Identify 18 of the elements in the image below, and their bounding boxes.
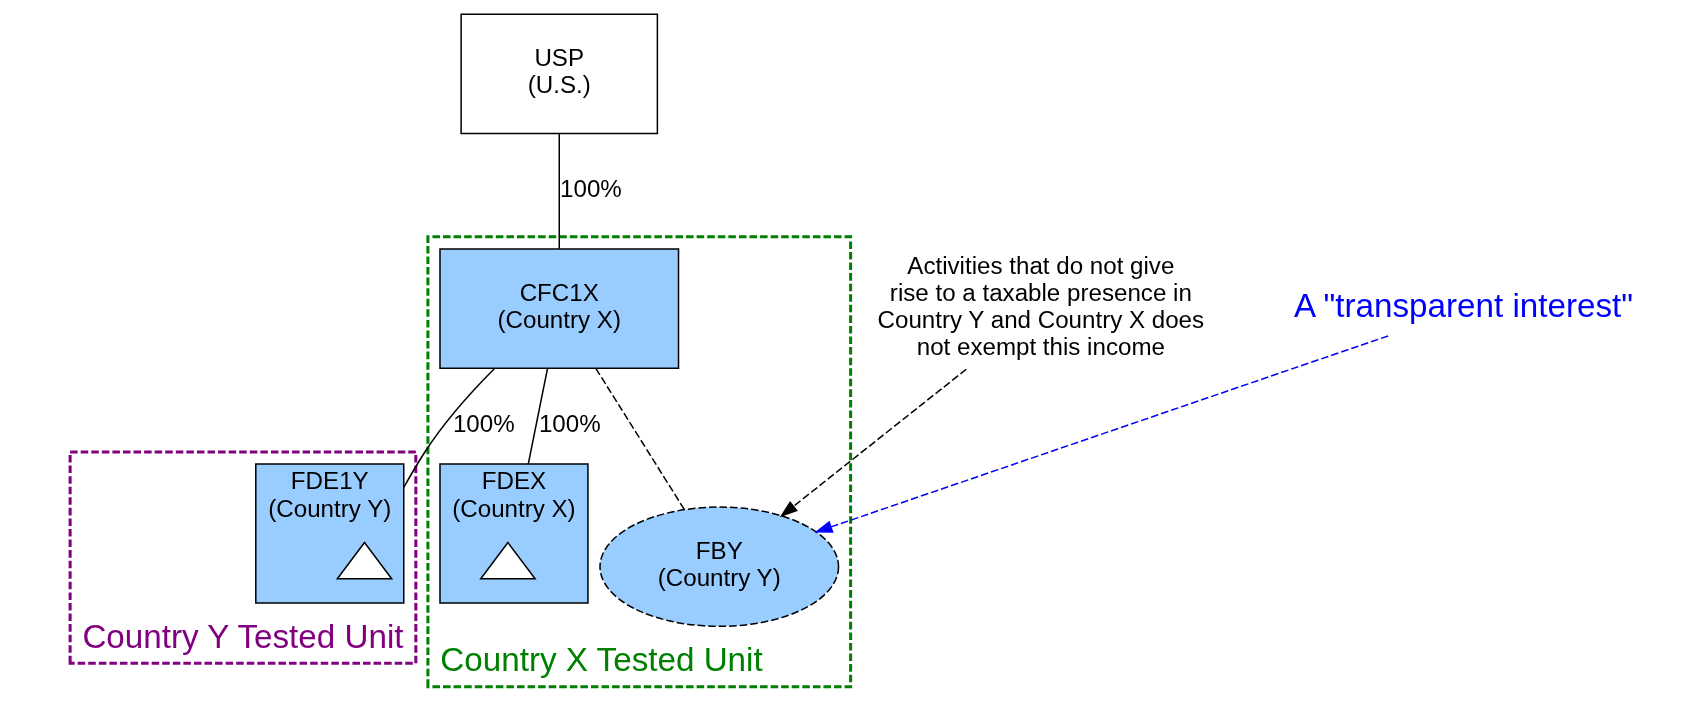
edge-label: 100%: [538, 410, 601, 438]
edge-label: 100%: [559, 174, 622, 202]
node-triangle: [478, 541, 537, 580]
connector: [558, 133, 560, 250]
edge-label: 100%: [452, 410, 515, 438]
arrow: [779, 368, 967, 518]
connector: [402, 367, 495, 489]
connector: [594, 367, 685, 511]
node-text: A "transparent interest": [1293, 287, 1633, 325]
node-triangle: [335, 541, 393, 580]
node-box: CFC1X (Country X): [438, 248, 679, 369]
connector: [527, 367, 548, 465]
node-text: Activities that do not give rise to a taxable presence in Country Y and Country X does not exempt this income: [877, 251, 1204, 361]
arrow: [813, 335, 1389, 533]
cluster: FDEX (Country X): [438, 463, 589, 604]
node-ellipse: FBY (Country Y): [598, 506, 839, 628]
cluster: FDE1Y (Country Y): [254, 463, 404, 604]
node-box: USP (U.S.): [459, 13, 658, 135]
